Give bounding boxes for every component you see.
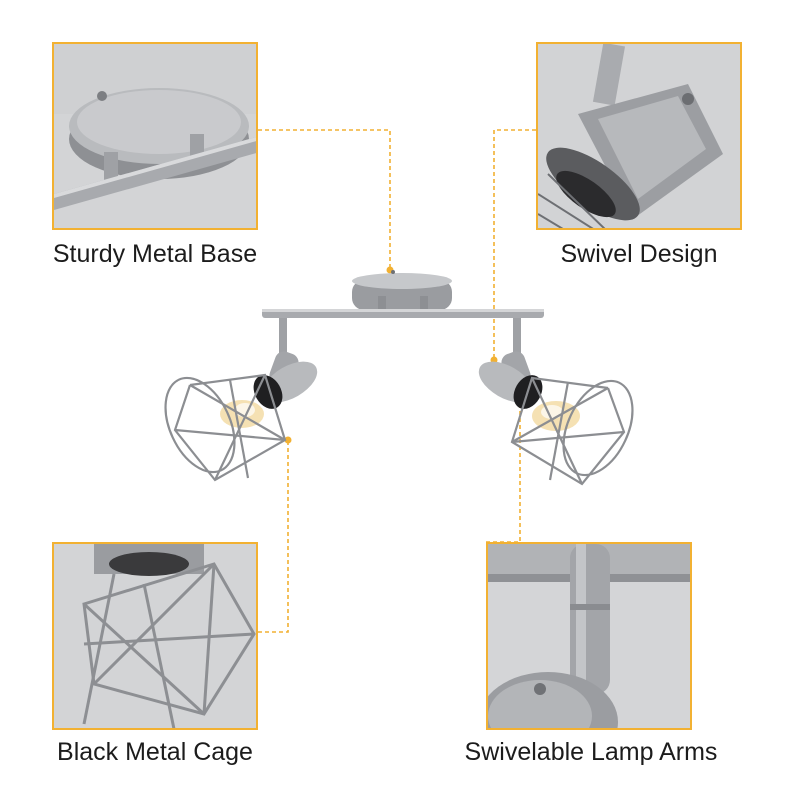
cage-closeup-image bbox=[54, 544, 256, 728]
ceiling-base bbox=[352, 270, 452, 310]
metal-cage-panel bbox=[52, 542, 258, 730]
caption-black-metal-cage: Black Metal Cage bbox=[57, 738, 253, 766]
lamp-arm-closeup-image bbox=[488, 544, 690, 728]
swivel-closeup-image bbox=[538, 44, 740, 228]
metal-base-closeup-image bbox=[54, 44, 256, 228]
left-lamp-head bbox=[164, 351, 318, 482]
swivel-design-panel bbox=[536, 42, 742, 230]
right-lamp-head bbox=[478, 351, 634, 486]
metal-base-panel bbox=[52, 42, 258, 230]
caption-swivelable-lamp-arms: Swivelable Lamp Arms bbox=[464, 738, 718, 766]
mounting-bar bbox=[262, 309, 544, 318]
caption-sturdy-metal-base: Sturdy Metal Base bbox=[52, 240, 258, 268]
caption-swivel-design: Swivel Design bbox=[560, 240, 718, 268]
lamp-arms-panel bbox=[486, 542, 692, 730]
